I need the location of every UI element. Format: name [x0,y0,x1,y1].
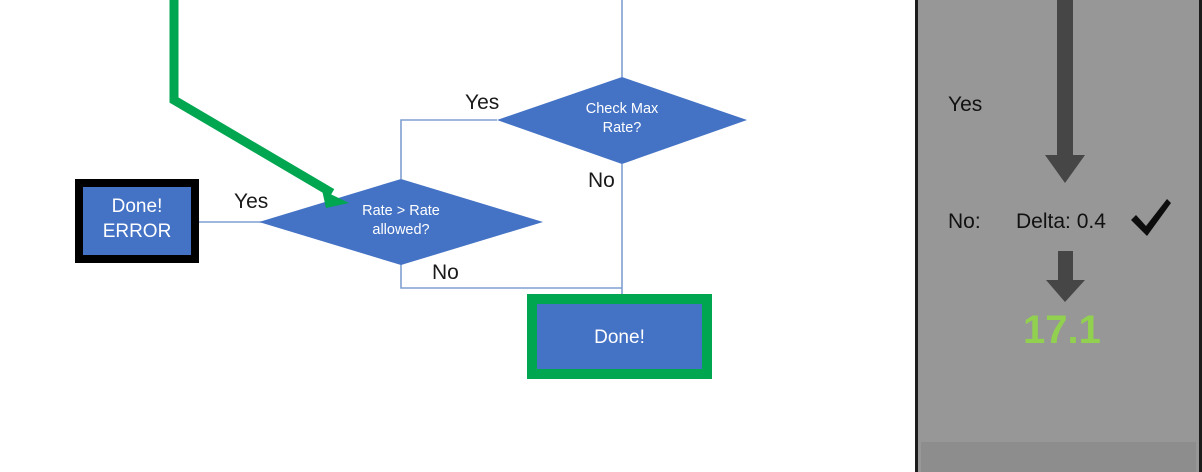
panel-arrow-bottom-icon [1046,251,1085,302]
panel-delta-label: Delta: 0.4 [1016,210,1106,233]
edge-label-yes-rate: Yes [234,190,269,213]
node-done [527,294,712,379]
edge-label-no-rate: No [432,261,459,284]
flowchart-graphics [75,0,747,379]
node-rate-check [259,179,543,265]
edge-label-yes-check-max: Yes [465,91,500,114]
flowchart-canvas: Done! ERROR Rate > Rate allowed? Check M… [75,0,747,379]
panel-arrow-top-icon [1045,0,1085,183]
panel-graphics [1045,0,1085,302]
panel-bottom-shade [921,442,1196,472]
connector-yes-check-max [400,119,497,179]
panel-result-value: 17.1 [1023,308,1101,352]
panel-no-label: No: [948,210,981,233]
panel-yes-label: Yes [948,93,983,116]
edge-label-no-check-max: No [588,169,615,192]
node-check-max-rate [497,77,747,164]
check-mark-icon [1131,199,1171,236]
green-incoming-arrow [169,0,349,208]
node-done-error [75,179,199,263]
